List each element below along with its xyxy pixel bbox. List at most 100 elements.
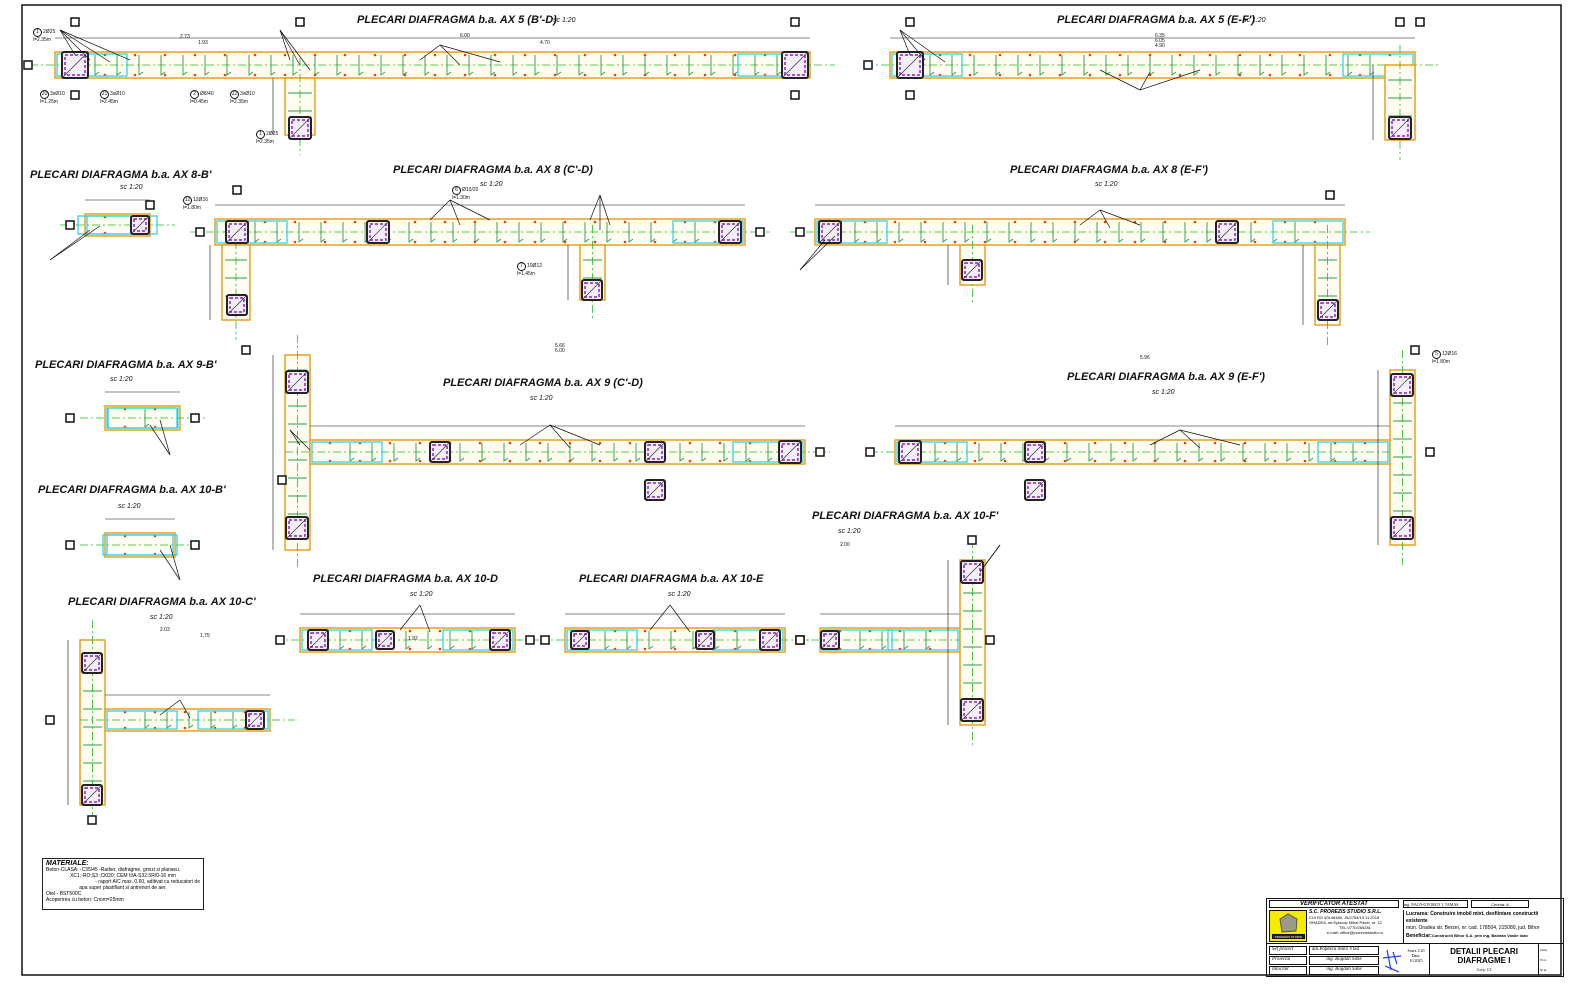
callout-bar: 2Ø25 bbox=[266, 131, 279, 137]
stirrup bbox=[547, 443, 553, 462]
reinforced-zone bbox=[1272, 220, 1344, 244]
column-rebar bbox=[721, 223, 739, 241]
stirrup bbox=[468, 55, 474, 76]
stirrup bbox=[405, 631, 411, 650]
stirrup bbox=[471, 631, 477, 650]
dimension-label: 4.70 bbox=[540, 40, 550, 46]
dimension-label: 5.66 bbox=[555, 343, 565, 349]
rebar-dot bbox=[1003, 441, 1007, 445]
stirrup bbox=[525, 443, 531, 462]
stirrup bbox=[1347, 55, 1353, 76]
dimension-label: 1.75 bbox=[200, 633, 210, 639]
stirrup bbox=[427, 631, 433, 650]
callout-bar: 2Ø25 bbox=[43, 29, 56, 35]
rebar-dot bbox=[598, 441, 602, 445]
stirrup bbox=[951, 55, 957, 76]
rebar-dot bbox=[733, 73, 737, 77]
callout-number: 12 bbox=[183, 196, 192, 205]
rebar-dot bbox=[893, 240, 897, 244]
drawing-title: PLECARI DIAFRAGMA b.a. AX 8 (C'-D) bbox=[393, 164, 593, 176]
leader-line bbox=[59, 29, 111, 63]
stirrup bbox=[1242, 443, 1248, 462]
stirrup bbox=[859, 631, 865, 650]
rebar-dot bbox=[478, 441, 482, 445]
rebar-dot bbox=[1148, 73, 1152, 77]
sheet-meta: Faza: Pr.nr. Nr.pl. bbox=[1540, 945, 1548, 975]
stirrup bbox=[449, 631, 455, 650]
stirrup bbox=[226, 55, 232, 76]
stirrup bbox=[540, 222, 546, 243]
reinforced-zone bbox=[672, 220, 744, 244]
rebar-dot bbox=[1163, 240, 1167, 244]
stirrup bbox=[503, 443, 509, 462]
rebar-dot bbox=[583, 53, 587, 57]
column-diagonal bbox=[961, 259, 983, 281]
stirrup bbox=[1184, 222, 1190, 243]
axis-marker bbox=[87, 815, 97, 825]
stirrup bbox=[648, 631, 654, 650]
callout-length: l=1.80m bbox=[183, 205, 201, 211]
rebar-dot bbox=[438, 629, 442, 633]
axis-marker bbox=[275, 635, 285, 645]
stirrup bbox=[1000, 443, 1006, 462]
stirrup bbox=[925, 631, 931, 650]
stirrup bbox=[604, 631, 610, 650]
stirrup bbox=[534, 55, 540, 76]
beneficiar-value: Constructii Bihor S.A. prin ing. Baintan… bbox=[1431, 933, 1528, 938]
stirrup bbox=[613, 443, 619, 462]
column-diagonal bbox=[1024, 479, 1046, 501]
stirrup bbox=[276, 222, 282, 243]
corp: Corp: C3 bbox=[1476, 967, 1492, 972]
materials-heading: MATERIALE: bbox=[46, 860, 89, 867]
callout-bar: 3xØ10 bbox=[240, 91, 255, 97]
column-rebar bbox=[248, 713, 262, 727]
stirrup bbox=[336, 55, 342, 76]
drawing-title: PLECARI DIAFRAGMA b.a. AX 10-E bbox=[579, 573, 764, 585]
rebar-dot bbox=[1063, 459, 1067, 463]
reinforced-zone bbox=[732, 441, 804, 463]
sheet-title: DETALII PLECARI DIAFRAGME I bbox=[1450, 947, 1518, 965]
drawing-scale: sc 1:20 bbox=[120, 184, 143, 191]
drawing-title: PLECARI DIAFRAGMA b.a. AX 8 (E-F') bbox=[1010, 164, 1208, 176]
rebar-dot bbox=[1073, 220, 1077, 224]
leader-line bbox=[279, 29, 311, 71]
axis-marker bbox=[1395, 17, 1405, 27]
reinforced-zone bbox=[197, 710, 269, 730]
stirrup bbox=[929, 55, 935, 76]
rebar-dot bbox=[598, 459, 602, 463]
axis-marker bbox=[967, 535, 977, 545]
leader-line bbox=[289, 429, 311, 451]
stirrup bbox=[1039, 55, 1045, 76]
role-name: ing. Bogdan Sime bbox=[1309, 956, 1379, 965]
leader-line bbox=[799, 239, 826, 271]
leader-line bbox=[1079, 209, 1101, 226]
reinforced-zone bbox=[216, 220, 288, 244]
leader-line bbox=[279, 29, 291, 61]
rebar-dot bbox=[413, 220, 417, 224]
rebar-dot bbox=[523, 73, 527, 77]
stirrup bbox=[688, 55, 694, 76]
stirrup bbox=[1176, 443, 1182, 462]
project-number-label: Pr.nr. bbox=[1540, 958, 1548, 962]
column-rebar bbox=[963, 701, 981, 719]
verificator-label: VERIFICATOR ATESTAT bbox=[1269, 900, 1399, 908]
column-rebar bbox=[432, 444, 448, 460]
faza-label: Faza: bbox=[1540, 948, 1548, 952]
column-diagonal bbox=[896, 51, 924, 79]
rebar-dot bbox=[1148, 53, 1152, 57]
drawing-scale: sc 1:20 bbox=[118, 503, 141, 510]
rebar-dot bbox=[478, 459, 482, 463]
axis-marker bbox=[1425, 447, 1435, 457]
project-address: mun. Oradea str. Berzei, nr. cad. 178504… bbox=[1406, 925, 1540, 931]
rebar-dot bbox=[1238, 53, 1242, 57]
rebar-dot bbox=[503, 240, 507, 244]
rebar-dot bbox=[538, 441, 542, 445]
title-block: VERIFICATOR ATESTAT ing. NAGY-GYORGY I. … bbox=[1266, 898, 1564, 977]
rebar-dot bbox=[923, 240, 927, 244]
rebar-dot bbox=[1253, 220, 1257, 224]
dimension-label: 2.03 bbox=[160, 627, 170, 633]
stirrup bbox=[496, 222, 502, 243]
column-diagonal bbox=[644, 479, 666, 501]
stirrup bbox=[402, 55, 408, 76]
